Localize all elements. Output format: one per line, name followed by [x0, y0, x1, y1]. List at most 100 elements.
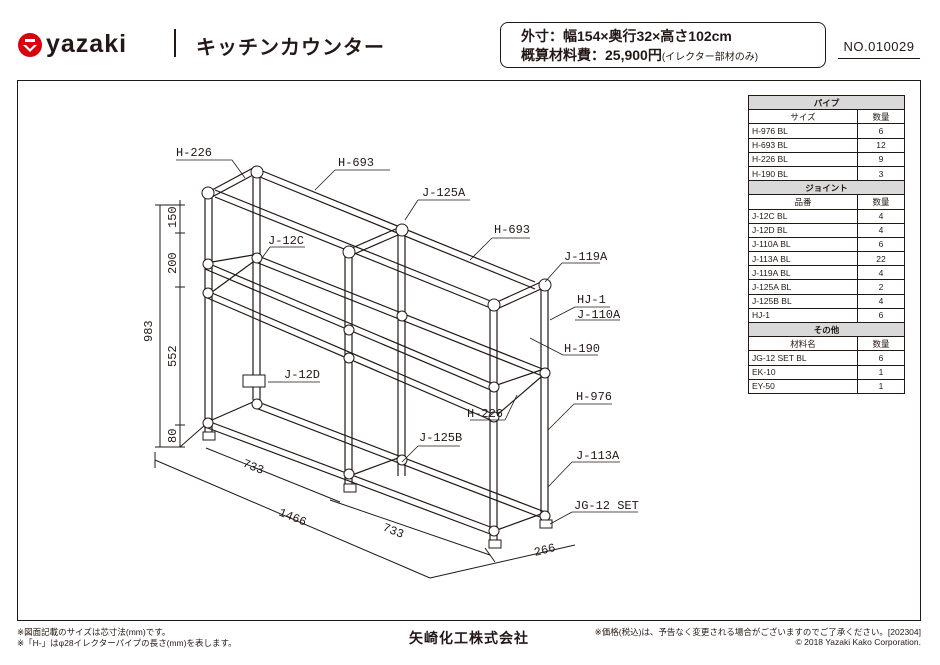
column-qty: 数量	[857, 109, 905, 125]
part-qty: 9	[857, 151, 905, 167]
label-h693-a: H-693	[338, 156, 374, 170]
part-qty: 4	[857, 265, 905, 281]
part-name: H-976 BL	[748, 123, 858, 139]
dim-733-a: 733	[241, 457, 266, 478]
part-qty: 22	[857, 251, 905, 267]
page-title: キッチンカウンター	[196, 37, 385, 59]
part-name: JG-12 SET BL	[748, 350, 858, 366]
spec-cost-line: 概算材料費：25,900円(イレクター部材のみ)	[521, 45, 758, 65]
section-title: その他	[748, 321, 905, 338]
document-number: NO.010029	[838, 38, 920, 59]
part-name: J-119A BL	[748, 265, 858, 281]
part-name: J-12D BL	[748, 222, 858, 238]
spec-box: 外寸：幅154×奥行32×高さ102cm 概算材料費：25,900円(イレクター…	[500, 22, 826, 68]
footer-note-2: ※「H-」はφ28イレクターパイプの長さ(mm)を表します。	[17, 638, 237, 648]
table-column-header: 材料名数量	[748, 336, 905, 352]
spec-cost: 概算材料費：25,900円	[521, 47, 662, 63]
label-h226-mid: H-226	[467, 407, 503, 421]
dim-150: 150	[166, 206, 180, 228]
part-name: H-226 BL	[748, 151, 858, 167]
part-name: HJ-1	[748, 307, 858, 324]
copyright: © 2018 Yazaki Kako Corporation.	[795, 637, 922, 647]
dim-1466: 1466	[277, 506, 309, 530]
part-qty: 2	[857, 279, 905, 295]
table-section-header: パイプ	[748, 94, 905, 111]
part-name: J-110A BL	[748, 236, 858, 253]
part-qty: 3	[857, 165, 905, 182]
brand-logo: yazaki	[18, 30, 127, 59]
label-jg12set: JG-12 SET	[574, 499, 639, 513]
part-name: EK-10	[748, 364, 858, 380]
label-j12d: J-12D	[284, 368, 320, 382]
part-qty: 1	[857, 378, 905, 394]
table-column-header: 品番数量	[748, 194, 905, 210]
part-qty: 4	[857, 293, 905, 309]
label-j12c: J-12C	[268, 234, 304, 248]
column-name: 品番	[748, 194, 858, 210]
footer-note-1: ※図面記載のサイズは芯寸法(mm)です。	[17, 627, 171, 637]
column-name: サイズ	[748, 109, 858, 125]
drawing-frame	[17, 80, 921, 621]
part-name: H-693 BL	[748, 137, 858, 153]
company-name: 矢崎化工株式会社	[409, 630, 529, 646]
part-qty: 6	[857, 307, 905, 324]
part-qty: 4	[857, 222, 905, 238]
dim-552: 552	[166, 345, 180, 367]
spec-size: 外寸：幅154×奥行32×高さ102cm	[521, 28, 732, 44]
label-j119a: J-119A	[564, 250, 608, 264]
header-divider	[174, 29, 176, 57]
part-qty: 4	[857, 208, 905, 224]
leader-lines	[176, 159, 638, 525]
part-qty: 6	[857, 236, 905, 253]
label-h976: H-976	[576, 390, 612, 404]
label-j113a: J-113A	[576, 449, 620, 463]
part-qty: 1	[857, 364, 905, 380]
column-qty: 数量	[857, 336, 905, 352]
column-qty: 数量	[857, 194, 905, 210]
frame-pipes	[204, 167, 549, 548]
part-name: J-12C BL	[748, 208, 858, 224]
table-section-header: その他	[748, 321, 905, 338]
label-j125a: J-125A	[422, 186, 466, 200]
section-title: パイプ	[748, 94, 905, 111]
dimension-lines-bottom	[154, 447, 576, 579]
part-labels: H-226 H-693 J-125A H-693 J-119A J-12C HJ…	[176, 146, 639, 513]
part-name: J-125B BL	[748, 293, 858, 309]
footer-note-3: ※価格(税込)は、予告なく変更される場合がございますのでご了承ください。[202…	[594, 627, 921, 637]
spec-cost-note: (イレクター部材のみ)	[661, 52, 759, 63]
part-name: J-113A BL	[748, 251, 858, 267]
label-h190: H-190	[564, 342, 600, 356]
part-qty: 12	[857, 137, 905, 153]
part-name: H-190 BL	[748, 165, 858, 182]
label-j125b: J-125B	[419, 431, 462, 445]
dim-80: 80	[166, 429, 180, 443]
dim-266: 266	[533, 541, 557, 560]
dim-733-b: 733	[381, 521, 406, 542]
label-hj1: HJ-1	[577, 293, 606, 307]
dim-983: 983	[142, 320, 156, 342]
part-name: J-125A BL	[748, 279, 858, 295]
part-qty: 6	[857, 123, 905, 139]
table-section-header: ジョイント	[748, 180, 905, 196]
part-qty: 6	[857, 350, 905, 366]
part-name: EY-50	[748, 378, 858, 394]
section-title: ジョイント	[748, 180, 905, 196]
brand-mark-icon	[18, 32, 42, 57]
column-name: 材料名	[748, 336, 858, 352]
dimension-lines-left	[155, 200, 206, 448]
label-h226-top: H-226	[176, 146, 212, 160]
